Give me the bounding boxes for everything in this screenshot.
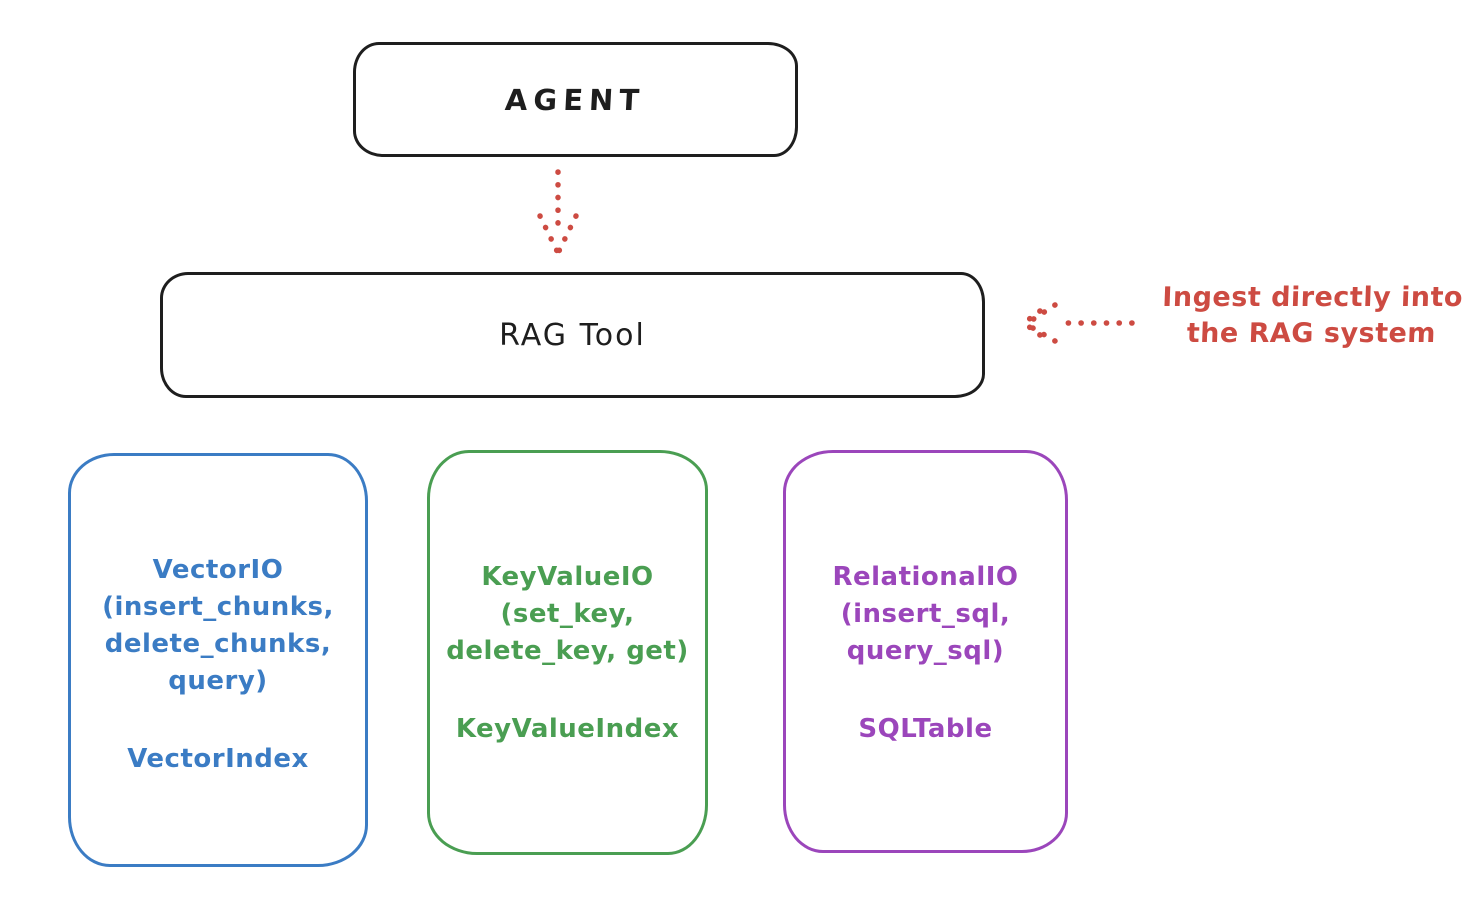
rag-tool-node: RAG Tool: [160, 272, 985, 398]
text-line: Ingest directly into: [1161, 282, 1464, 313]
keyvalue-io-methods: KeyValueIO (set_key, delete_key, get): [446, 559, 689, 670]
text-line: delete_chunks,: [104, 629, 332, 659]
text-line: RelationalIO: [832, 562, 1019, 592]
agent-to-rag-arrow-icon: [537, 169, 579, 254]
keyvalue-index-label: KeyValueIndex: [455, 714, 680, 744]
text-line: delete_key, get): [446, 636, 689, 666]
agent-node: AGENT: [353, 42, 798, 157]
relational-io-node: RelationalIO (insert_sql, query_sql) SQLTa…: [783, 450, 1068, 853]
relational-io-methods: RelationalIO (insert_sql, query_sql): [832, 559, 1018, 670]
rag-tool-label: RAG Tool: [499, 317, 646, 353]
text-line: (insert_sql,: [840, 599, 1011, 629]
agent-label: AGENT: [504, 82, 647, 117]
sql-table-label: SQLTable: [858, 714, 993, 744]
text-line: query): [168, 666, 268, 696]
text-line: the RAG system: [1186, 318, 1437, 349]
ingest-annotation: Ingest directly into the RAG system: [1139, 280, 1484, 352]
ingest-annotation-arrow-icon: [1021, 302, 1135, 344]
text-line: (insert_chunks,: [102, 592, 334, 622]
vector-index-label: VectorIndex: [127, 744, 309, 774]
text-line: VectorIO: [152, 555, 284, 585]
keyvalue-io-node: KeyValueIO (set_key, delete_key, get) KeyV…: [427, 450, 708, 855]
text-line: query_sql): [846, 636, 1005, 666]
text-line: (set_key,: [500, 599, 635, 629]
text-line: KeyValueIO: [481, 562, 654, 592]
vector-io-node: VectorIO (insert_chunks, delete_chunks,que…: [68, 453, 368, 867]
vector-io-methods: VectorIO (insert_chunks, delete_chunks,que…: [102, 552, 334, 700]
ingest-annotation-text: Ingest directly into the RAG system: [1139, 280, 1484, 352]
